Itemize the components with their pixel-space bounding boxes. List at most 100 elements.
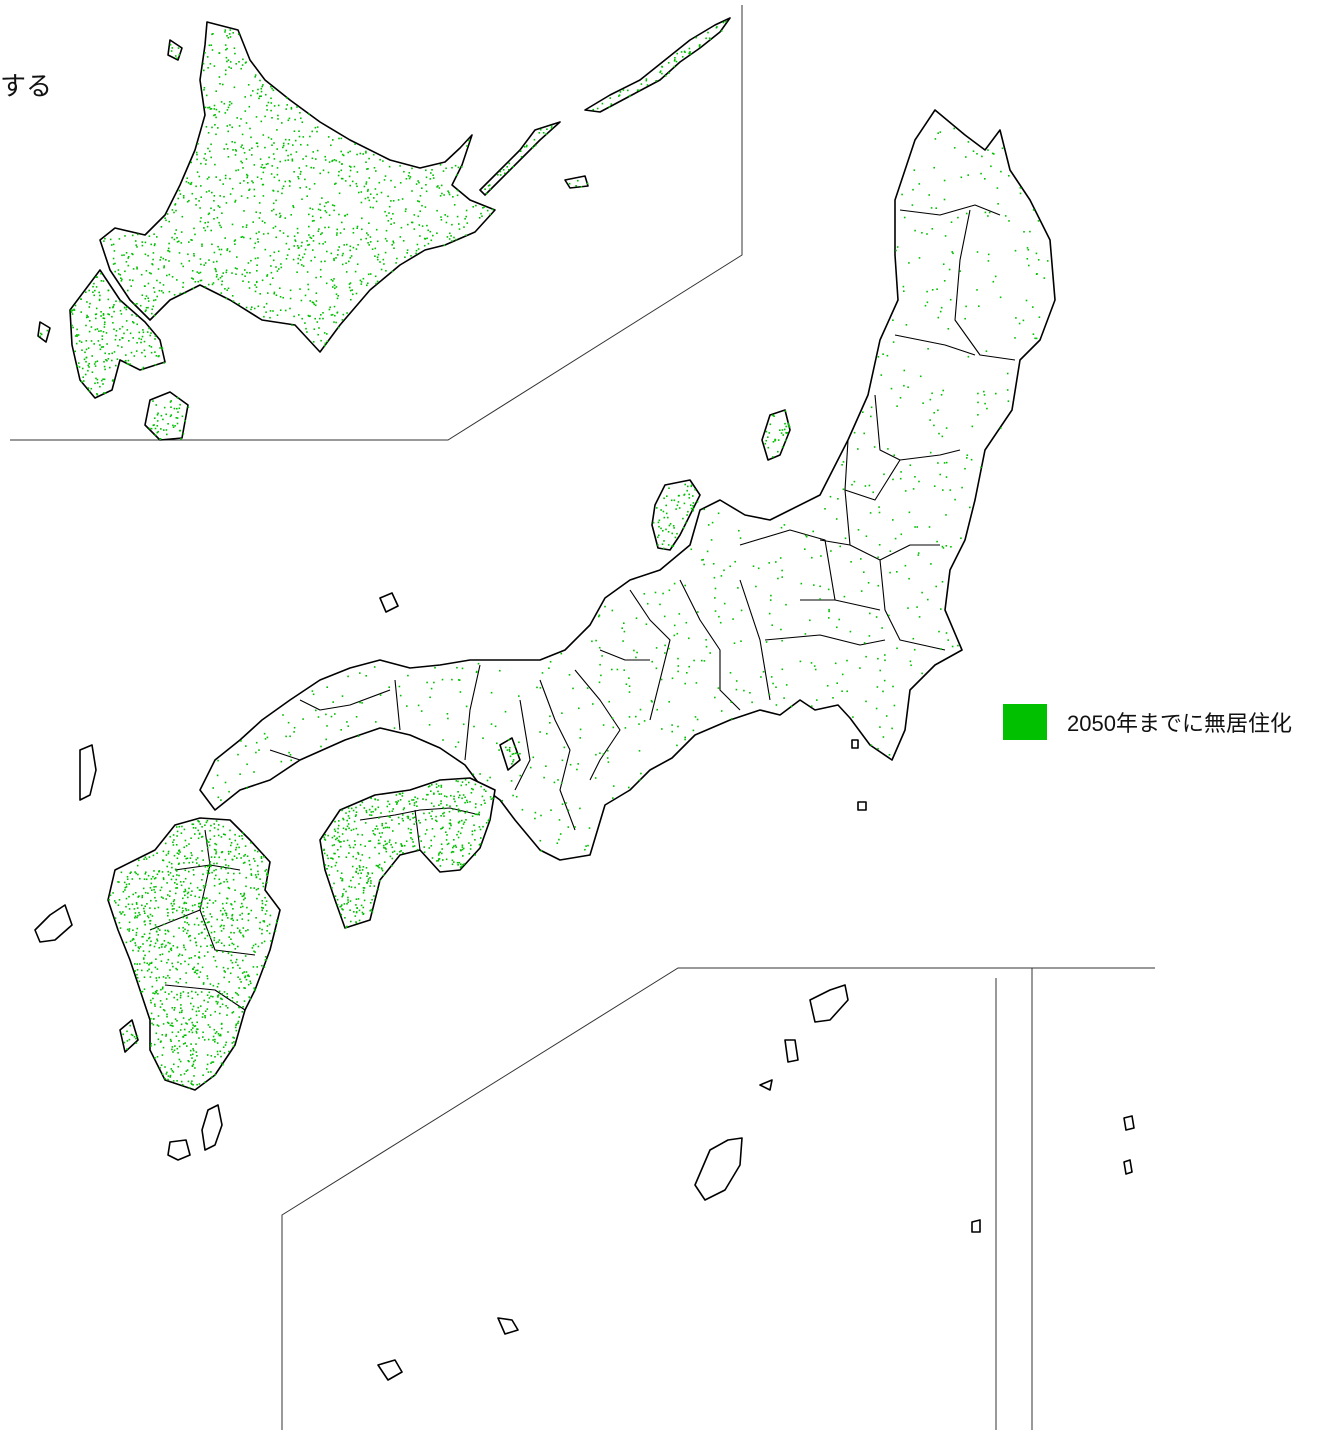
depopulation-dot: [149, 944, 152, 946]
depopulation-dot: [237, 976, 239, 978]
depopulation-dot: [138, 895, 140, 897]
depopulation-dot: [154, 427, 157, 430]
depopulation-dot: [233, 1041, 235, 1043]
depopulation-dot: [244, 110, 247, 112]
depopulation-dot: [316, 149, 319, 152]
depopulation-dot: [340, 169, 343, 172]
depopulation-dot: [227, 865, 230, 867]
depopulation-dot: [191, 1083, 193, 1085]
depopulation-dot: [601, 655, 603, 657]
depopulation-dot: [87, 364, 89, 367]
depopulation-dot: [293, 315, 295, 318]
depopulation-dot: [195, 1010, 198, 1013]
depopulation-dot: [273, 291, 276, 294]
depopulation-dot: [227, 37, 230, 39]
depopulation-dot: [173, 1049, 176, 1052]
depopulation-dot: [333, 257, 335, 260]
depopulation-dot: [191, 904, 194, 907]
depopulation-dot: [1014, 337, 1016, 339]
depopulation-dot: [243, 987, 245, 989]
depopulation-dot: [294, 239, 296, 241]
depopulation-dot: [324, 210, 327, 212]
depopulation-dot: [369, 902, 372, 904]
depopulation-dot: [207, 147, 209, 150]
depopulation-dot: [947, 328, 950, 330]
depopulation-dot: [127, 903, 130, 906]
depopulation-dot: [317, 208, 320, 211]
depopulation-dot: [926, 301, 929, 304]
depopulation-dot: [312, 341, 315, 343]
depopulation-dot: [334, 895, 337, 897]
depopulation-dot: [322, 317, 324, 320]
depopulation-dot: [142, 957, 145, 959]
depopulation-dot: [406, 815, 409, 818]
depopulation-dot: [694, 488, 696, 491]
depopulation-dot: [627, 89, 629, 92]
depopulation-dot: [150, 971, 153, 974]
depopulation-dot: [150, 882, 153, 885]
depopulation-dot: [182, 930, 185, 932]
depopulation-dot: [112, 306, 114, 309]
depopulation-dot: [188, 1086, 191, 1089]
depopulation-dot: [499, 170, 502, 173]
depopulation-dot: [423, 244, 426, 247]
depopulation-dot: [89, 320, 91, 322]
depopulation-dot: [162, 897, 164, 899]
depopulation-dot: [114, 917, 117, 919]
depopulation-dot: [293, 171, 295, 173]
depopulation-dot: [415, 249, 418, 252]
depopulation-dot: [289, 735, 291, 738]
depopulation-dot: [382, 827, 385, 829]
depopulation-dot: [619, 91, 622, 93]
depopulation-dot: [548, 667, 550, 669]
depopulation-dot: [190, 1054, 192, 1056]
depopulation-dot: [211, 191, 213, 194]
depopulation-dot: [222, 966, 225, 969]
depopulation-dot: [196, 153, 198, 156]
depopulation-dot: [888, 614, 890, 617]
depopulation-dot: [342, 894, 344, 897]
depopulation-dot: [215, 1031, 218, 1033]
depopulation-dot: [150, 272, 152, 275]
depopulation-dot: [385, 229, 388, 232]
depopulation-dot: [263, 732, 266, 735]
depopulation-dot: [225, 864, 227, 866]
depopulation-dot: [212, 1061, 215, 1063]
depopulation-dot: [521, 808, 524, 811]
depopulation-dot: [165, 944, 167, 947]
depopulation-dot: [740, 609, 743, 612]
depopulation-dot: [411, 221, 414, 224]
depopulation-dot: [410, 828, 412, 831]
depopulation-dot: [112, 305, 115, 308]
depopulation-dot: [162, 877, 165, 879]
depopulation-dot: [667, 62, 670, 64]
depopulation-dot: [360, 201, 363, 204]
depopulation-dot: [945, 545, 948, 547]
depopulation-dot: [436, 860, 438, 862]
depopulation-dot: [442, 739, 444, 741]
depopulation-dot: [434, 666, 436, 669]
depopulation-dot: [374, 255, 376, 257]
depopulation-dot: [388, 686, 390, 688]
depopulation-dot: [167, 874, 170, 876]
depopulation-dot: [348, 810, 351, 813]
depopulation-dot: [335, 182, 337, 185]
depopulation-dot: [247, 983, 250, 986]
depopulation-dot: [263, 306, 265, 308]
depopulation-dot: [337, 254, 339, 256]
depopulation-dot: [164, 946, 166, 948]
depopulation-dot: [191, 854, 193, 857]
depopulation-dot: [311, 220, 314, 222]
depopulation-dot: [506, 166, 508, 168]
depopulation-dot: [447, 190, 449, 192]
depopulation-dot: [846, 659, 848, 662]
depopulation-dot: [908, 577, 910, 580]
depopulation-dot: [382, 844, 385, 847]
depopulation-dot: [248, 189, 250, 191]
depopulation-dot: [347, 899, 349, 901]
depopulation-dot: [237, 33, 240, 36]
depopulation-dot: [601, 102, 604, 105]
depopulation-dot: [278, 179, 280, 182]
depopulation-dot: [146, 903, 148, 905]
